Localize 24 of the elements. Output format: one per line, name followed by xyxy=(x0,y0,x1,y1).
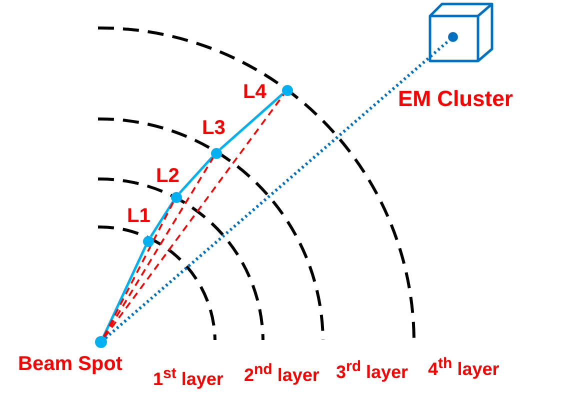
hit-point xyxy=(210,148,222,158)
track-line xyxy=(150,200,174,238)
point-label: Beam Spot xyxy=(18,354,122,374)
cube-icon xyxy=(428,2,496,64)
point-label: L2 xyxy=(156,166,180,186)
hit-point xyxy=(170,192,182,202)
track-line xyxy=(102,245,147,338)
track-line xyxy=(178,156,214,194)
track-line xyxy=(219,92,284,150)
point-label: EM Cluster xyxy=(398,88,513,110)
layer-label: 1$^{st}$ layer xyxy=(153,366,224,388)
hit-point xyxy=(95,336,107,348)
hit-point xyxy=(282,84,292,96)
layer-label: 2$^{nd}$ layer xyxy=(244,362,320,384)
point-label: L3 xyxy=(202,118,226,138)
dashed-line xyxy=(103,157,214,338)
point-label: L4 xyxy=(243,82,266,102)
layer-label: 4$^{th}$ layer xyxy=(428,356,500,378)
dashed-line xyxy=(104,94,284,338)
layer-label: 3$^{rd}$ layer xyxy=(336,359,408,381)
hit-point xyxy=(142,236,154,246)
dashed-line xyxy=(102,201,174,338)
dotted-line xyxy=(104,39,450,340)
point-label: L1 xyxy=(127,206,150,226)
